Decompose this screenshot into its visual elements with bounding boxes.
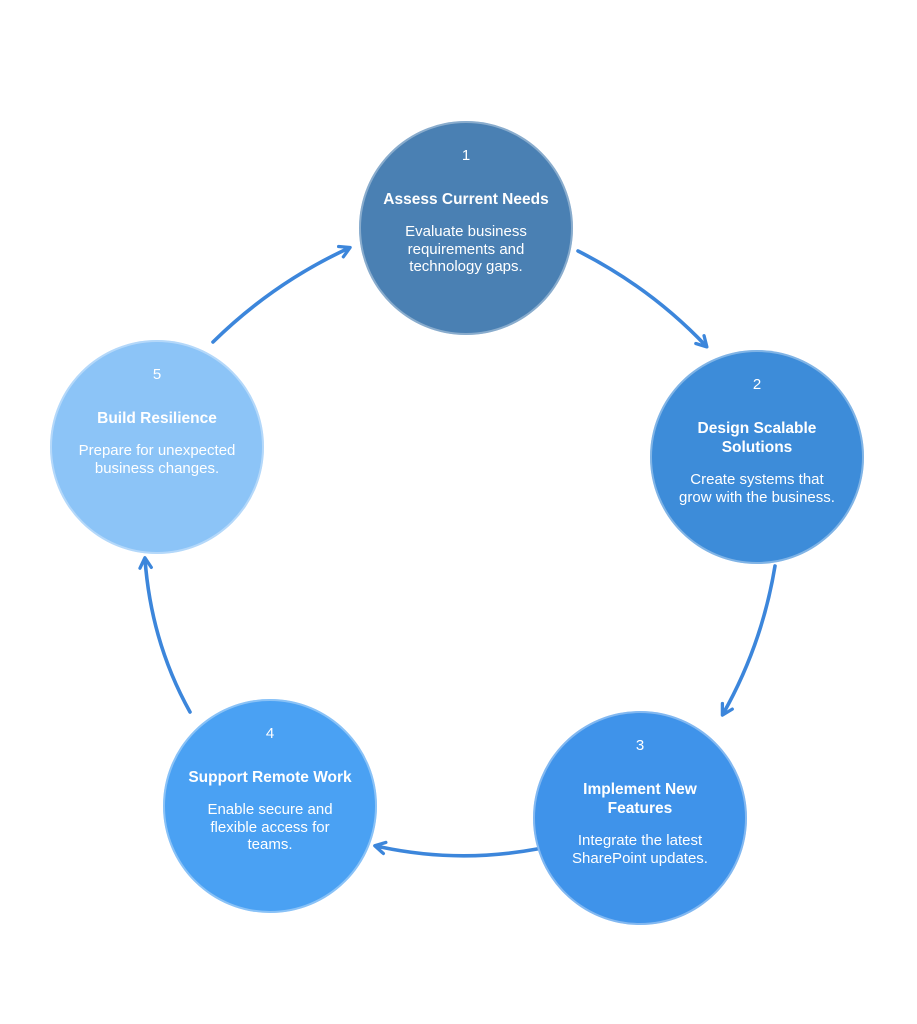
step-number: 3 bbox=[635, 737, 645, 754]
arrow-step1-to-step2 bbox=[576, 249, 709, 349]
step-title: Implement New Features bbox=[583, 781, 697, 817]
step-circle-2: 2 Design Scalable Solutions Create syste… bbox=[650, 350, 864, 564]
step-title: Build Resilience bbox=[97, 410, 217, 427]
step-number: 4 bbox=[265, 725, 275, 742]
step-description: Prepare for unexpected business changes. bbox=[78, 442, 236, 477]
step-title: Assess Current Needs bbox=[383, 191, 549, 208]
arrow-step3-to-step4 bbox=[373, 840, 539, 858]
step-number: 2 bbox=[752, 376, 762, 393]
step-circle-1: 1 Assess Current Needs Evaluate business… bbox=[359, 121, 573, 335]
step-description: Enable secure and flexible access for te… bbox=[207, 801, 333, 853]
step-number: 1 bbox=[461, 147, 471, 164]
step-number: 5 bbox=[152, 366, 162, 383]
step-circle-3: 3 Implement New Features Integrate the l… bbox=[533, 711, 747, 925]
step-description: Integrate the latest SharePoint updates. bbox=[572, 832, 708, 867]
step-description: Create systems that grow with the busine… bbox=[679, 471, 835, 506]
arrow-step5-to-step1 bbox=[211, 244, 352, 344]
step-circle-4: 4 Support Remote Work Enable secure and … bbox=[163, 699, 377, 913]
arrow-step2-to-step3 bbox=[720, 564, 777, 717]
step-circle-5: 5 Build Resilience Prepare for unexpecte… bbox=[50, 340, 264, 554]
step-description: Evaluate business requirements and techn… bbox=[405, 223, 527, 275]
step-title: Design Scalable Solutions bbox=[697, 420, 817, 456]
arrow-step4-to-step5 bbox=[138, 556, 192, 714]
step-title: Support Remote Work bbox=[188, 769, 352, 786]
